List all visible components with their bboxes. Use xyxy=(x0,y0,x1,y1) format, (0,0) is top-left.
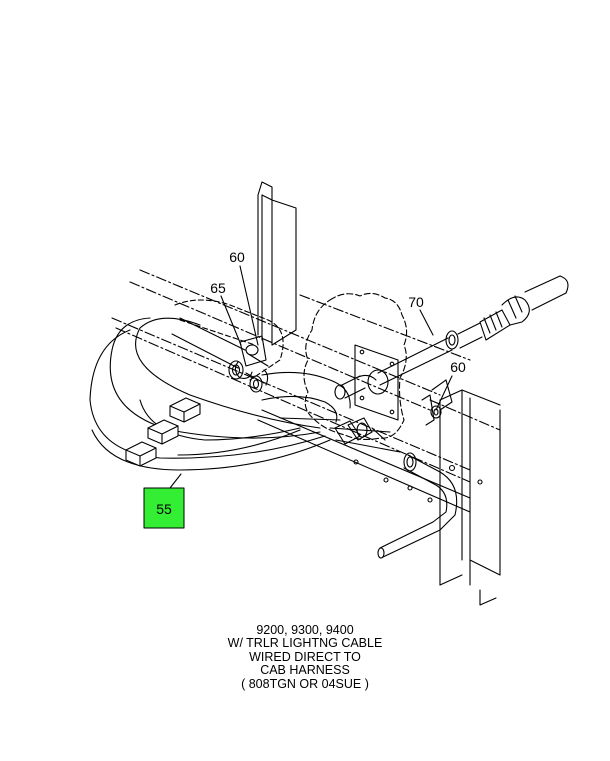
item-55-highlight xyxy=(143,487,185,529)
caption-line-4: CAB HARNESS xyxy=(260,663,350,678)
mounting-plate xyxy=(354,344,399,421)
bulkhead-panel xyxy=(303,292,408,441)
caption-line-2: W/ TRLR LIGHTNG CABLE xyxy=(227,636,383,651)
clamp-60-upper xyxy=(249,375,263,393)
callout-55: 55 xyxy=(156,501,172,517)
diagram-caption: 9200, 9300, 9400 W/ TRLR LIGHTNG CABLE W… xyxy=(0,623,610,691)
harness-connectors xyxy=(334,417,386,445)
frame-rail-lines xyxy=(111,269,501,483)
conduit-tube xyxy=(171,317,351,423)
caption-line-3: WIRED DIRECT TO xyxy=(249,649,361,664)
wire-harness-55 xyxy=(89,317,401,471)
callout-60-lower: 60 xyxy=(450,359,466,375)
clamp-65 xyxy=(228,335,267,380)
vertical-post xyxy=(257,181,297,346)
lower-frame-member xyxy=(257,409,483,513)
callout-70: 70 xyxy=(408,294,424,310)
right-channel xyxy=(421,379,501,606)
callout-60-upper: 60 xyxy=(229,249,245,265)
leader-lines xyxy=(169,265,453,489)
caption-line-1: 9200, 9300, 9400 xyxy=(256,623,354,637)
lower-tube xyxy=(377,452,458,559)
harness-connector-blocks xyxy=(125,397,201,467)
caption-line-5: ( 808TGN OR 04SUE ) xyxy=(241,676,369,691)
callout-65: 65 xyxy=(210,280,226,296)
trailer-cable-70 xyxy=(334,275,569,400)
